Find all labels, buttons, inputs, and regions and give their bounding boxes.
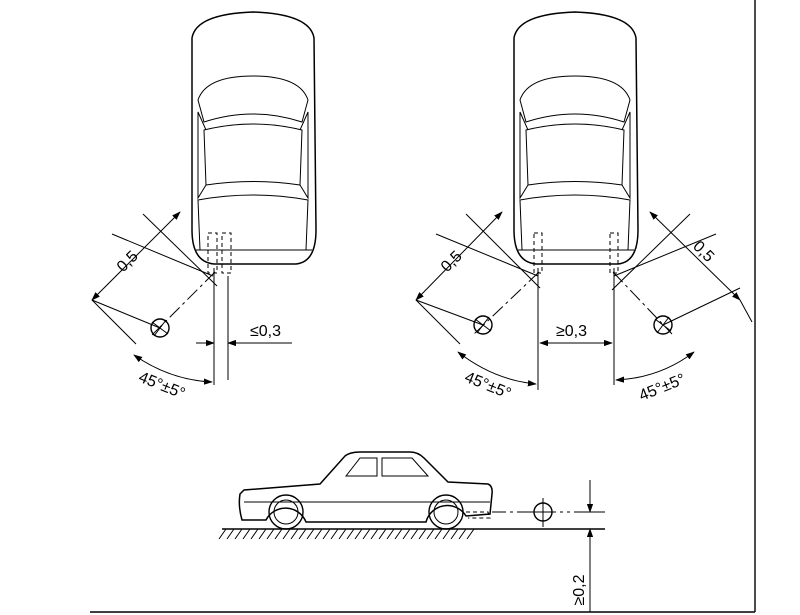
side-probe-symbol — [530, 498, 556, 527]
side-view: ≥0,2 — [218, 451, 605, 612]
ground-hatch-stroke — [450, 528, 459, 540]
right-view-left-offset-dimension-line — [415, 211, 503, 301]
left-offset-dimension-line — [91, 211, 181, 301]
ground-hatch-stroke — [226, 528, 235, 540]
ground-hatch-stroke — [370, 528, 379, 540]
right-view-left-angle-arc — [457, 351, 537, 387]
ground-hatch-stroke — [346, 528, 355, 540]
right-view-left-angle-label: 45°±5° — [462, 369, 513, 403]
ground-hatch-stroke — [338, 528, 347, 540]
ground-hatch-stroke — [354, 528, 363, 540]
ground-hatch-stroke — [426, 528, 435, 540]
right-car-top-outline — [513, 11, 639, 265]
ground-hatch-stroke — [418, 528, 427, 540]
ground-hatch-stroke — [258, 528, 267, 540]
left-car-top-outline — [191, 11, 317, 265]
ground-hatch-stroke — [250, 528, 259, 540]
right-view-left-offset-label: 0,5 — [438, 248, 466, 276]
right-top-view: 0,5 0,5 ≥0,3 45°±5° 45°±5° — [415, 11, 753, 405]
ground-hatch-stroke — [330, 528, 339, 540]
ground-hatch-stroke — [322, 528, 331, 540]
ground-hatch-stroke — [458, 528, 467, 540]
ground-hatch-stroke — [402, 528, 411, 540]
right-gap-label: ≥0,3 — [556, 323, 587, 340]
ground-hatch-stroke — [386, 528, 395, 540]
ground-hatch-stroke — [394, 528, 403, 540]
side-car-outline — [238, 451, 493, 530]
left-angle-arc — [133, 354, 213, 385]
ground-hatch-stroke — [306, 528, 315, 540]
ground-hatch-stroke — [378, 528, 387, 540]
ground-hatch-stroke — [298, 528, 307, 540]
ground-hatch-stroke — [434, 528, 443, 540]
ground-hatch-stroke — [290, 528, 299, 540]
left-top-view: 0,5 ≤0,3 45°±5° — [91, 11, 317, 403]
left-offset-label: 0,5 — [114, 248, 142, 276]
right-view-right-angle-arc — [615, 351, 695, 383]
ground-hatch-stroke — [442, 528, 451, 540]
left-angle-label: 45°±5° — [136, 369, 187, 403]
left-probe-centerline — [149, 271, 216, 338]
ground-hatch-stroke — [274, 528, 283, 540]
ground-hatch-stroke — [362, 528, 371, 540]
side-exhaust-pipe — [466, 511, 491, 519]
height-label: ≥0,2 — [571, 574, 588, 605]
ground-hatch-stroke — [282, 528, 291, 540]
ground-hatch-stroke — [218, 528, 227, 540]
ground-hatch-stroke — [234, 528, 243, 540]
ground-hatch-stroke — [314, 528, 323, 540]
ground-hatching — [218, 528, 475, 540]
left-gap-label: ≤0,3 — [250, 323, 281, 340]
ground-hatch-stroke — [266, 528, 275, 540]
ground-hatch-stroke — [242, 528, 251, 540]
right-view-right-offset-dimension-line — [649, 211, 741, 301]
right-view-right-offset-label: 0,5 — [689, 238, 717, 266]
left-exhaust-pipes — [207, 232, 232, 274]
ground-hatch-stroke — [410, 528, 419, 540]
ground-hatch-stroke — [466, 528, 475, 540]
